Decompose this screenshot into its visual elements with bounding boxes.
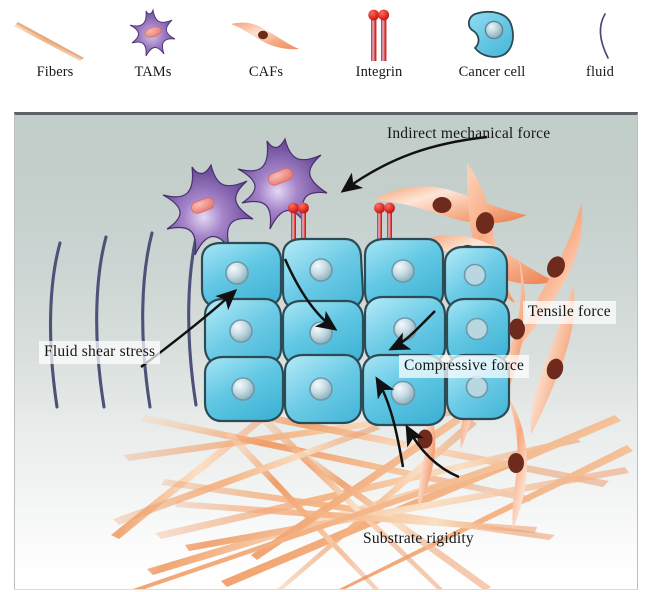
- legend-label-cafs: CAFs: [248, 64, 284, 80]
- diagram-panel: Indirect mechanical force Fluid shear st…: [14, 112, 638, 590]
- integrin-pair-1: [288, 202, 309, 259]
- integrin-pair-2: [374, 202, 395, 259]
- arrow-compressive: [375, 376, 405, 468]
- fiber-network: [111, 403, 633, 589]
- tam-cell-1: [162, 163, 254, 256]
- arrow-indirect-mechanical: [340, 135, 488, 193]
- fluid-flow-lines: [48, 227, 200, 409]
- cancer-cell: [281, 237, 365, 311]
- tam-cell-2: [237, 137, 328, 230]
- callout-indirect-mechanical-force: Indirect mechanical force: [387, 125, 551, 142]
- legend-item-fibers: Fibers: [0, 6, 110, 81]
- legend-row: Fibers: [0, 0, 652, 108]
- callout-compressive-force: Compressive force: [399, 355, 530, 378]
- caf-cell: [467, 163, 515, 303]
- integrin-rod-icon: [324, 6, 434, 64]
- legend-item-cancer-cell: Cancer cell: [437, 6, 547, 81]
- cancer-cell: [203, 355, 285, 423]
- legend-item-cafs: CAFs: [211, 6, 321, 81]
- legend-item-integrin: Integrin: [324, 6, 434, 81]
- spindle-cell-icon: [211, 6, 321, 64]
- arrow-tensile: [388, 310, 436, 351]
- legend-item-fluid: fluid: [545, 6, 652, 81]
- legend-item-tams: TAMs: [98, 6, 208, 81]
- cancer-cell-cluster: [200, 237, 511, 427]
- cancer-cell: [363, 295, 447, 365]
- arrow-integrin-to-cell: [283, 258, 338, 331]
- diagram-canvas: [48, 135, 633, 589]
- callout-fluid-shear-stress: Fluid shear stress: [39, 341, 161, 364]
- legend-label-tams: TAMs: [134, 64, 172, 80]
- legend-label-fibers: Fibers: [36, 64, 74, 80]
- legend-label-integrin: Integrin: [355, 64, 403, 80]
- legend-label-cancer-cell: Cancer cell: [458, 64, 526, 80]
- caf-cell: [507, 395, 527, 529]
- cancer-cell: [445, 297, 511, 365]
- stellate-cell-icon: [98, 6, 208, 64]
- cancer-cell-icon: [437, 6, 547, 64]
- fluid-line-icon: [545, 6, 652, 64]
- callout-substrate-rigidity: Substrate rigidity: [363, 530, 474, 547]
- legend-label-fluid: fluid: [586, 64, 614, 80]
- cancer-cell: [283, 353, 363, 425]
- arrow-substrate-rigidity: [405, 424, 460, 479]
- fiber-spindle-icon: [0, 6, 110, 64]
- cancer-cell: [200, 241, 283, 309]
- caf-cell: [373, 186, 527, 224]
- callout-tensile-force: Tensile force: [523, 301, 616, 324]
